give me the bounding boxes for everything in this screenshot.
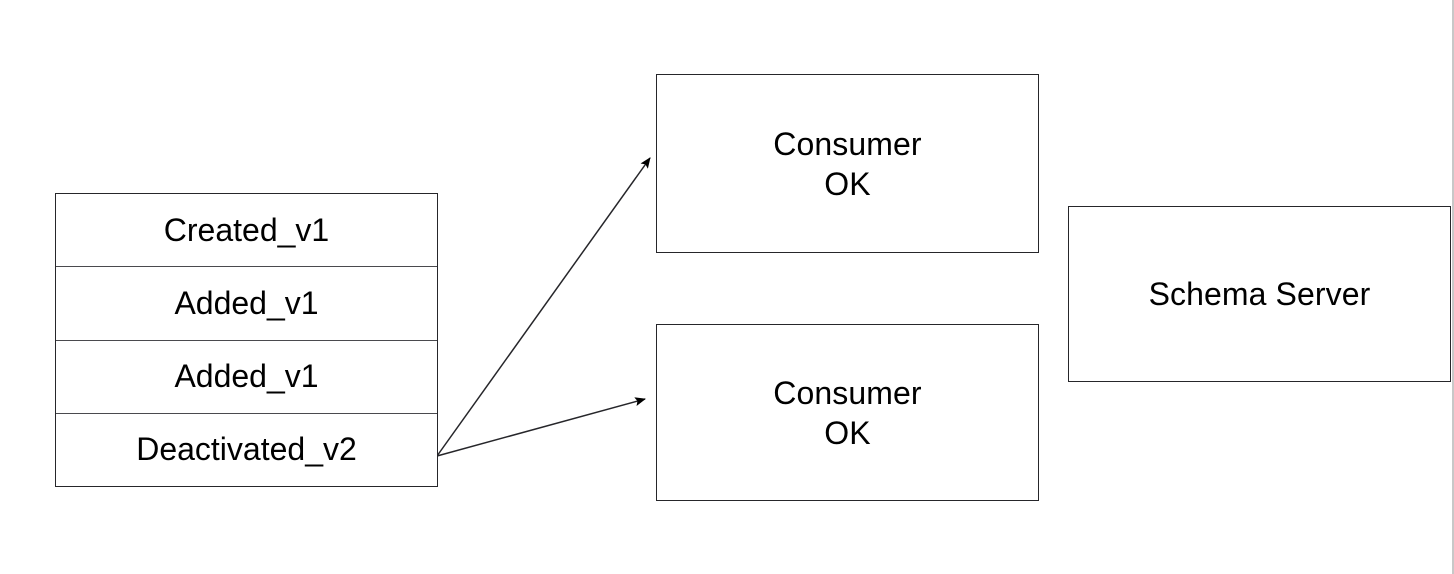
event-row-label: Added_v1 [174,284,319,321]
consumer-ok-bottom-line2: OK [824,414,871,451]
consumer-ok-top-node[interactable]: Consumer OK [656,74,1039,253]
event-log-stack: Created_v1 Added_v1 Added_v1 Deactivated… [55,193,438,487]
event-row-added-v1-second[interactable]: Added_v1 [56,340,437,414]
arrow-stack-to-consumer-top [436,157,651,457]
schema-server-node[interactable]: Schema Server [1068,206,1451,382]
consumer-ok-top-line2: OK [824,165,871,202]
schema-server-label: Schema Server [1148,276,1371,312]
event-row-created-v1[interactable]: Created_v1 [56,194,437,268]
event-row-deactivated-v2[interactable]: Deactivated_v2 [56,413,437,486]
consumer-ok-top-line1: Consumer [773,125,922,162]
consumer-ok-bottom-line1: Consumer [773,374,922,411]
arrow-stack-to-consumer-bottom [436,397,646,457]
page-right-edge [1452,0,1454,574]
event-row-added-v1-first[interactable]: Added_v1 [56,267,437,341]
consumer-ok-bottom-label: Consumer OK [773,373,921,453]
event-row-label: Created_v1 [163,211,330,248]
consumer-ok-top-label: Consumer OK [773,124,921,204]
consumer-ok-bottom-node[interactable]: Consumer OK [656,324,1039,501]
event-row-label: Added_v1 [174,358,319,395]
event-row-label: Deactivated_v2 [136,431,357,468]
